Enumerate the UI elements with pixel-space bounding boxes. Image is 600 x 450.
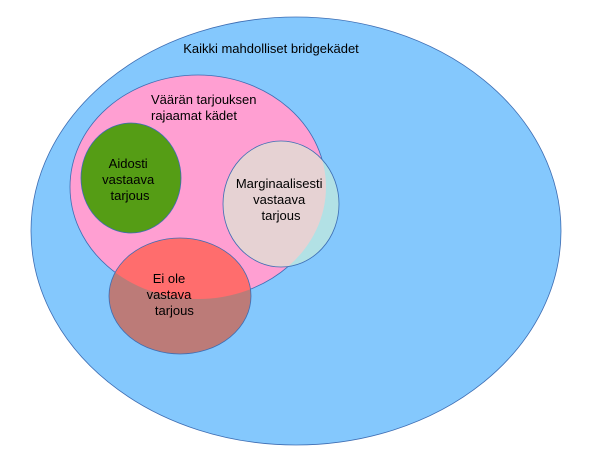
- set-exact: [80, 122, 182, 234]
- label-marginal-line: Marginaalisesti: [236, 176, 323, 191]
- label-marginal: Marginaalisesti vastaava tarjous: [236, 176, 326, 223]
- label-all-hands: Kaikki mahdolliset bridgekädet: [183, 41, 359, 56]
- label-exact-line: vastaava: [102, 172, 155, 187]
- label-exact: Aidosti vastaava tarjous: [102, 156, 158, 203]
- label-exact-line: tarjous: [110, 188, 150, 203]
- label-wrong-bid-line: rajaamat kädet: [151, 108, 237, 123]
- label-no-match: Ei ole vastava tarjous: [0, 0, 209, 318]
- label-no-match-line: Ei ole: [153, 271, 186, 286]
- label-exact-line: Aidosti: [109, 156, 148, 171]
- label-marginal-line: vastaava: [253, 192, 306, 207]
- set-no-match-outline: [108, 237, 252, 355]
- set-no-match-inside: [109, 238, 251, 299]
- label-wrong-bid: Väärän tarjouksen rajaamat kädet: [151, 92, 260, 123]
- set-marginal-inside: [223, 141, 326, 267]
- label-marginal-line: tarjous: [261, 208, 301, 223]
- set-marginal-outline: [222, 140, 340, 268]
- label-no-match-line: tarjous: [151, 303, 194, 318]
- label-no-match-line: vastava: [147, 287, 193, 302]
- label-wrong-bid-line: Väärän tarjouksen: [151, 92, 257, 107]
